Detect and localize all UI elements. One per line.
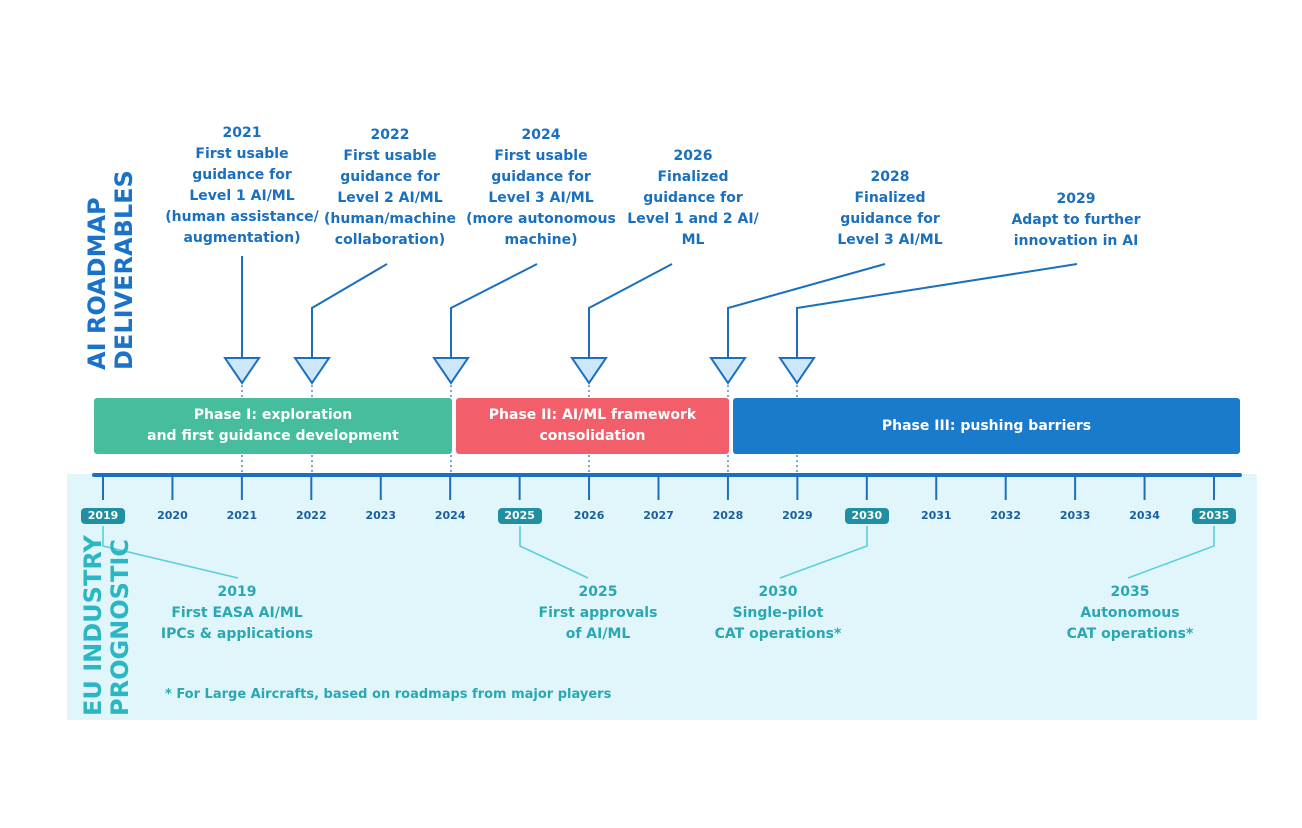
marker-2022 <box>293 357 331 385</box>
connector-2028 <box>727 263 886 358</box>
prog-connector-2019 <box>102 526 239 579</box>
connector-2022 <box>311 263 388 358</box>
year-label-2029: 2029 <box>782 509 813 522</box>
prog-connector-2035 <box>1127 526 1215 579</box>
year-label-2024: 2024 <box>434 509 466 522</box>
year-label-2023: 2023 <box>365 509 397 522</box>
year-label-2025: 2025 <box>497 508 542 524</box>
year-label-2034: 2034 <box>1129 509 1160 522</box>
marker-2024 <box>432 357 470 385</box>
connector-2029 <box>796 263 1078 358</box>
connector-2026 <box>588 263 673 358</box>
footnote: * For Large Aircrafts, based on roadmaps… <box>165 687 612 702</box>
year-label-2027: 2027 <box>643 509 674 522</box>
marker-2026 <box>570 357 608 385</box>
phase-3-bar: Phase III: pushing barriers <box>733 398 1240 454</box>
marker-2028 <box>709 357 747 385</box>
prog-connector-2030 <box>779 526 868 579</box>
year-label-2019: 2019 <box>81 508 125 524</box>
prognostic-section-title: EU INDUSTRY PROGNOSTIC <box>79 535 134 716</box>
year-label-2021: 2021 <box>226 509 258 522</box>
marker-2029 <box>778 357 816 385</box>
marker-2021 <box>223 357 261 385</box>
year-label-2035: 2035 <box>1192 508 1236 524</box>
year-label-2033: 2033 <box>1059 509 1091 522</box>
year-label-2026: 2026 <box>573 509 605 522</box>
year-label-2022: 2022 <box>296 509 327 522</box>
prognostic-background <box>67 474 1257 720</box>
year-label-2030: 2030 <box>844 508 889 524</box>
year-label-2031: 2031 <box>920 509 952 522</box>
year-label-2020: 2020 <box>157 509 188 522</box>
year-label-2032: 2032 <box>990 509 1021 522</box>
year-label-2028: 2028 <box>712 509 744 522</box>
prog-connector-2025 <box>519 526 589 579</box>
connector-2024 <box>450 263 538 358</box>
deliverables-section-title: AI ROADMAP DELIVERABLES <box>83 170 138 370</box>
